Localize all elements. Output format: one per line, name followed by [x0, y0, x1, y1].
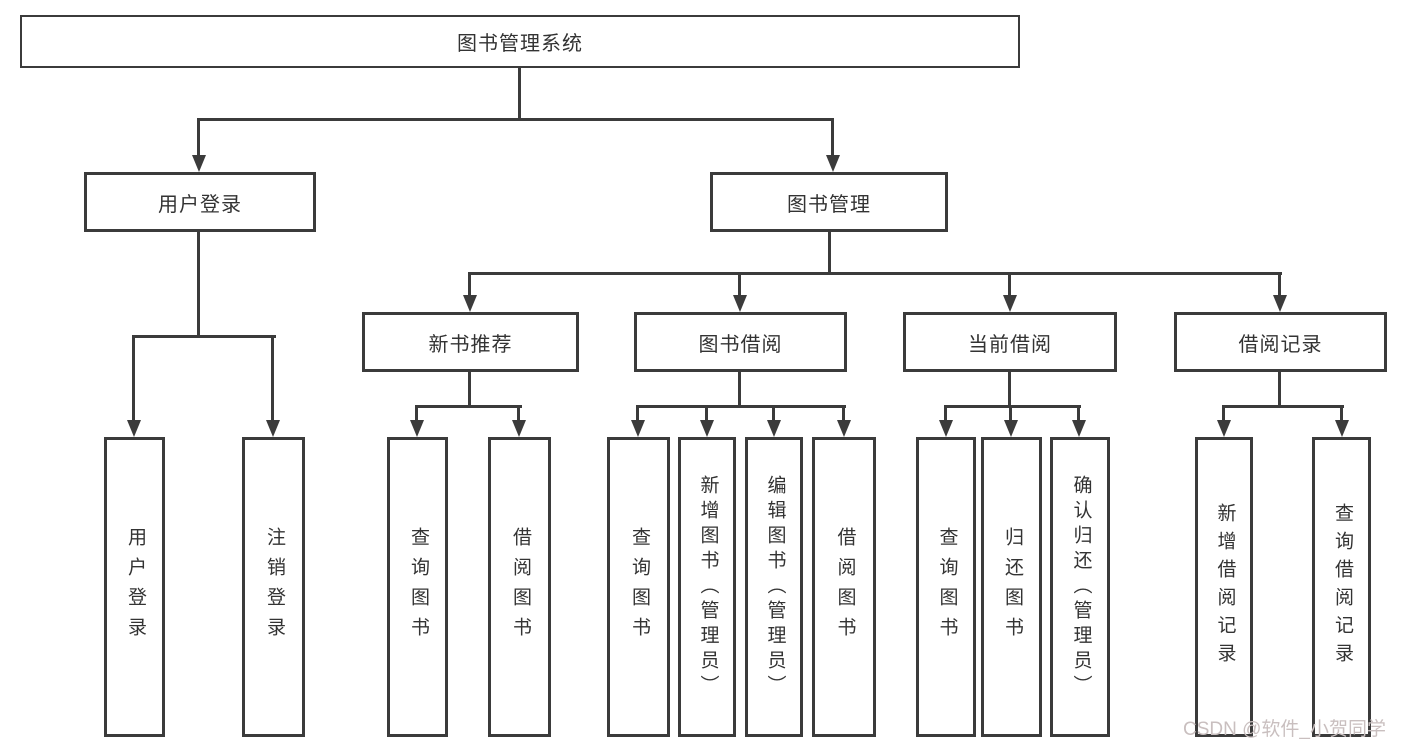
connector-book-management-stem: [828, 232, 831, 272]
leaf-user-login: 用户登录: [104, 437, 165, 737]
arrow-down-icon: [127, 420, 141, 437]
connector-user-login-stem: [197, 232, 200, 335]
connector-group5-bus: [1222, 405, 1344, 408]
arrow-down-icon: [700, 420, 714, 437]
node-book-management-branch: 图书管理: [710, 172, 948, 232]
leaf-borrow-books: 借阅图书: [488, 437, 551, 737]
connector-module-drop: [1008, 272, 1011, 297]
node-label: 图书管理系统: [457, 33, 583, 55]
connector-group2-bus: [415, 405, 522, 408]
connector-branch-user-login-drop: [197, 118, 200, 158]
connector-root-bus: [197, 118, 834, 121]
leaf-add-books-admin: 新增图书（管理员）: [678, 437, 736, 737]
node-label: 注销登录: [263, 527, 285, 647]
connector-user-login-bus: [132, 335, 276, 338]
connector-module-drop: [738, 272, 741, 297]
connector-group3-bus: [636, 405, 846, 408]
arrow-down-icon: [266, 420, 280, 437]
connector-group4-bus: [944, 405, 1081, 408]
arrow-down-icon: [463, 295, 477, 312]
node-label: 确认归还（管理员）: [1070, 474, 1092, 700]
node-label: 查询借阅记录: [1331, 503, 1353, 671]
arrow-down-icon: [1217, 420, 1231, 437]
connector-root-stem: [518, 68, 521, 118]
node-current-borrowing: 当前借阅: [903, 312, 1117, 372]
connector-leaf-drop: [271, 335, 274, 423]
node-label: 当前借阅: [968, 333, 1052, 356]
arrow-down-icon: [1335, 420, 1349, 437]
connector-module-stem: [468, 372, 471, 405]
arrow-down-icon: [733, 295, 747, 312]
node-borrowing-records: 借阅记录: [1174, 312, 1387, 372]
arrow-down-icon: [826, 155, 840, 172]
node-label: 借阅图书: [834, 527, 856, 647]
connector-leaf-drop: [132, 335, 135, 423]
connector-module-stem: [1008, 372, 1011, 405]
arrow-down-icon: [837, 420, 851, 437]
connector-module-drop: [1278, 272, 1281, 297]
node-label: 归还图书: [1001, 527, 1023, 647]
connector-modules-bus: [468, 272, 1282, 275]
connector-leaf-drop: [944, 405, 947, 423]
connector-leaf-drop: [1222, 405, 1225, 423]
leaf-query-books: 查询图书: [916, 437, 976, 737]
arrow-down-icon: [512, 420, 526, 437]
connector-leaf-drop: [1340, 405, 1343, 423]
node-label: 编辑图书（管理员）: [764, 474, 786, 700]
arrow-down-icon: [1072, 420, 1086, 437]
arrow-down-icon: [192, 155, 206, 172]
connector-leaf-drop: [1077, 405, 1080, 423]
leaf-logout: 注销登录: [242, 437, 305, 737]
arrow-down-icon: [767, 420, 781, 437]
csdn-watermark: CSDN @软件_小贺同学: [1183, 719, 1386, 740]
node-label: 查询图书: [407, 527, 429, 647]
node-new-book-recommendation: 新书推荐: [362, 312, 579, 372]
arrow-down-icon: [631, 420, 645, 437]
node-book-borrowing: 图书借阅: [634, 312, 847, 372]
node-label: 新书推荐: [428, 333, 513, 356]
connector-leaf-drop: [1009, 405, 1012, 423]
node-label: 查询图书: [936, 527, 958, 647]
connector-module-stem: [738, 372, 741, 405]
connector-leaf-drop: [517, 405, 520, 423]
arrow-down-icon: [1273, 295, 1287, 312]
node-user-login-branch: 用户登录: [84, 172, 316, 232]
node-label: 用户登录: [124, 527, 146, 647]
connector-leaf-drop: [415, 405, 418, 423]
connector-branch-book-management-drop: [831, 118, 834, 158]
connector-leaf-drop: [772, 405, 775, 423]
arrow-down-icon: [410, 420, 424, 437]
leaf-return-books: 归还图书: [981, 437, 1042, 737]
node-label: 借阅图书: [509, 527, 531, 647]
leaf-confirm-return-admin: 确认归还（管理员）: [1050, 437, 1110, 737]
node-library-management-system: 图书管理系统: [20, 15, 1020, 68]
arrow-down-icon: [939, 420, 953, 437]
node-label: 用户登录: [158, 193, 242, 216]
node-label: 新增借阅记录: [1214, 503, 1236, 671]
node-label: 新增图书（管理员）: [697, 474, 719, 700]
connector-module-stem: [1278, 372, 1281, 405]
node-label: 查询图书: [628, 527, 650, 647]
connector-leaf-drop: [705, 405, 708, 423]
connector-leaf-drop: [842, 405, 845, 423]
leaf-query-books: 查询图书: [387, 437, 448, 737]
connector-module-drop: [468, 272, 471, 297]
leaf-query-borrow-record: 查询借阅记录: [1312, 437, 1371, 737]
leaf-add-borrow-record: 新增借阅记录: [1195, 437, 1253, 737]
node-label: 借阅记录: [1238, 333, 1323, 356]
node-label: 图书借阅: [698, 333, 783, 356]
connector-leaf-drop: [636, 405, 639, 423]
node-label: 图书管理: [787, 193, 871, 216]
leaf-borrow-books: 借阅图书: [812, 437, 876, 737]
arrow-down-icon: [1004, 420, 1018, 437]
leaf-query-books: 查询图书: [607, 437, 670, 737]
leaf-edit-books-admin: 编辑图书（管理员）: [745, 437, 803, 737]
arrow-down-icon: [1003, 295, 1017, 312]
